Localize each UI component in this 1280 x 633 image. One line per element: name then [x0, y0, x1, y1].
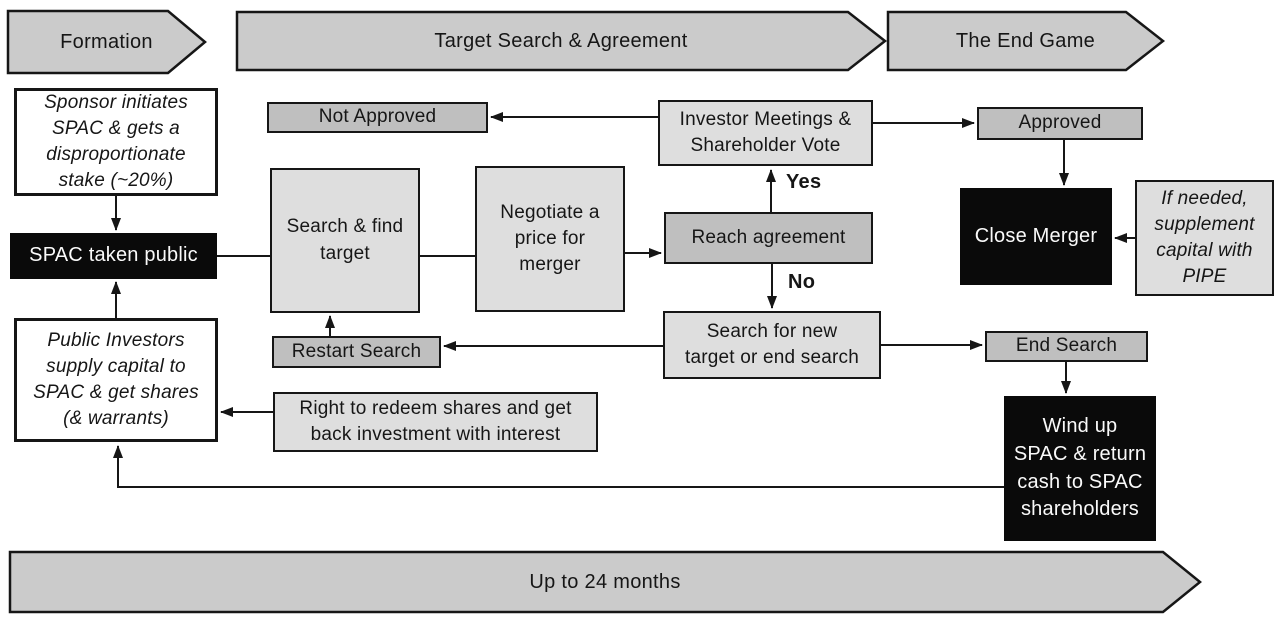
edge-label-no: No	[788, 271, 816, 293]
timeline-banner-label: Up to 24 months	[529, 570, 681, 593]
phase-target-search-label: Target Search & Agreement	[434, 29, 688, 52]
node-not-approved: Not Approved	[267, 102, 488, 133]
end-game-banner-shape	[886, 10, 1166, 72]
node-spac-taken-public: SPAC taken public	[10, 233, 217, 279]
node-restart-search: Restart Search	[272, 336, 441, 368]
node-investor-meetings: Investor Meetings & Shareholder Vote	[658, 100, 873, 166]
node-negotiate-price: Negotiate a price for merger	[475, 166, 625, 312]
node-approved: Approved	[977, 107, 1143, 140]
node-search-and-find-target: Search & find target	[270, 168, 420, 313]
edge-label-yes: Yes	[786, 171, 822, 193]
node-search-new-target: Search for new target or end search	[663, 311, 881, 379]
node-sponsor-initiates: Sponsor initiates SPAC & gets a dispropo…	[14, 88, 218, 196]
node-public-investors: Public Investors supply capital to SPAC …	[14, 318, 218, 442]
phase-end-game-label: The End Game	[955, 29, 1096, 52]
node-wind-up-spac: Wind up SPAC & return cash to SPAC share…	[1004, 396, 1156, 541]
target-search-banner-shape	[235, 10, 888, 72]
node-end-search: End Search	[985, 331, 1148, 362]
formation-banner-shape	[6, 9, 207, 75]
arrow-wind-up-to-public-investors	[113, 445, 1004, 488]
node-close-merger: Close Merger	[960, 188, 1112, 285]
node-pipe-supplement: If needed, supplement capital with PIPE	[1135, 180, 1274, 296]
phase-formation-label: Formation	[60, 30, 153, 53]
timeline-banner-shape	[8, 550, 1202, 614]
node-right-to-redeem: Right to redeem shares and get back inve…	[273, 392, 598, 452]
node-reach-agreement: Reach agreement	[664, 212, 873, 264]
